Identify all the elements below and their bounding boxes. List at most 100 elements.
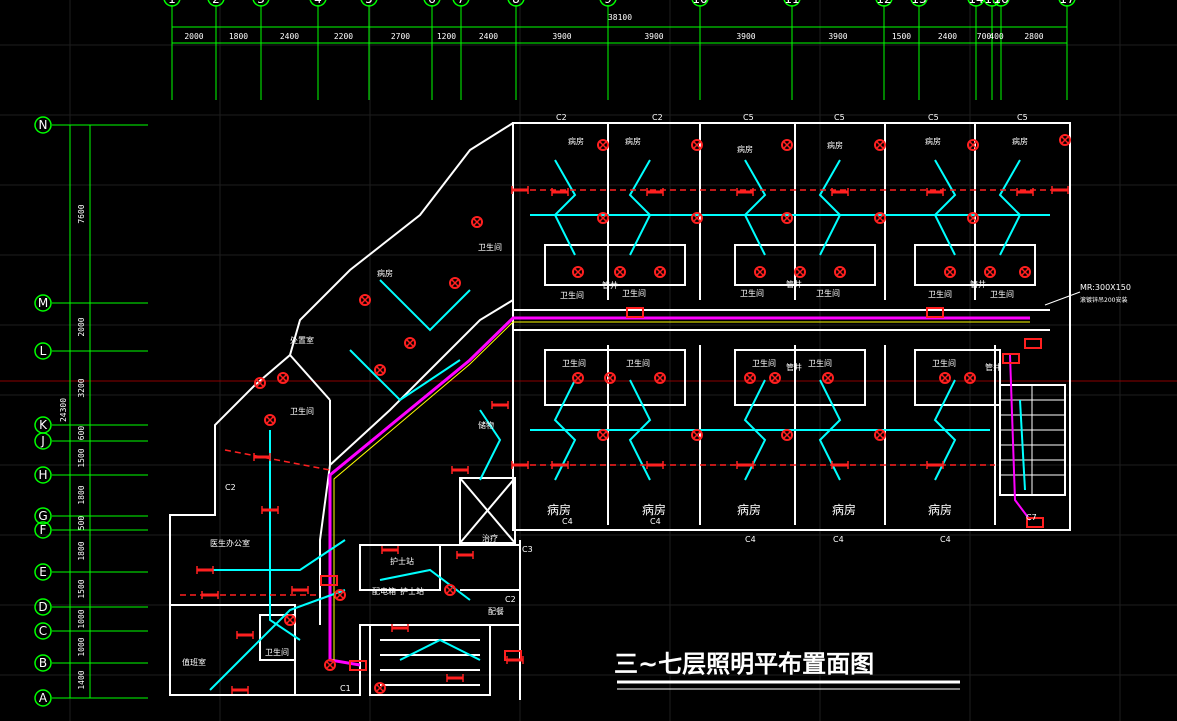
room-label-toilet: 卫生间 bbox=[478, 242, 502, 252]
window-tag: C1 bbox=[340, 684, 351, 693]
left-axis-label: N bbox=[39, 118, 48, 132]
top-axis-label: 3 bbox=[257, 0, 265, 6]
ceiling-lamp-icon bbox=[964, 372, 976, 384]
window-tag: C5 bbox=[743, 113, 754, 122]
ceiling-lamp-icon bbox=[794, 266, 806, 278]
top-axis-label: 12 bbox=[876, 0, 891, 6]
ceiling-lamp-icon bbox=[691, 139, 703, 151]
distribution-box-icon bbox=[1002, 353, 1020, 364]
ceiling-lamp-icon bbox=[324, 659, 336, 671]
left-axis-bubble bbox=[34, 654, 52, 672]
top-axis-bubble bbox=[910, 0, 928, 7]
room-label-toilet: 卫生间 bbox=[622, 288, 646, 298]
top-axis-bubble bbox=[309, 0, 327, 7]
room-label-toilet: 卫生间 bbox=[626, 358, 650, 368]
left-axis-system: NMLKJHGFEDCBA760020003200600150018005001… bbox=[34, 116, 148, 707]
drawing-title: 三~七层照明平布置面图 bbox=[614, 650, 874, 678]
top-axis-bubble bbox=[252, 0, 270, 7]
top-axis-label: 13 bbox=[911, 0, 926, 6]
window-tag: C2 bbox=[225, 483, 236, 492]
window-tag: C4 bbox=[833, 535, 844, 544]
room-label-toilet: 卫生间 bbox=[928, 289, 952, 299]
left-axis-label: L bbox=[40, 344, 47, 358]
left-axis-label: A bbox=[39, 691, 48, 705]
top-axis-label: 14 bbox=[968, 0, 983, 6]
top-axis-bubble bbox=[423, 0, 441, 7]
room-label-storage: 储物 bbox=[478, 420, 494, 430]
window-tag: C2 bbox=[505, 595, 516, 604]
ceiling-lamp-icon bbox=[614, 266, 626, 278]
tray-spec-label: MR:300X150 bbox=[1080, 283, 1131, 292]
ceiling-lamp-icon bbox=[284, 614, 296, 626]
room-label-toilet: 卫生间 bbox=[932, 358, 956, 368]
ceiling-lamp-icon bbox=[277, 372, 289, 384]
top-dimension: 3900 bbox=[736, 32, 755, 41]
left-axis-label: C bbox=[39, 624, 47, 638]
left-axis-bubble bbox=[34, 563, 52, 581]
left-axis-label: M bbox=[38, 296, 48, 310]
left-dimension: 7600 bbox=[77, 204, 86, 223]
ceiling-lamp-icon bbox=[984, 266, 996, 278]
walls bbox=[169, 122, 1071, 700]
room-label-toilet: 卫生间 bbox=[990, 289, 1014, 299]
left-dimension: 1000 bbox=[77, 609, 86, 628]
room-label-ward: 病房 bbox=[1012, 136, 1028, 146]
left-axis-bubble bbox=[34, 432, 52, 450]
top-axis-label: 15 bbox=[984, 0, 999, 6]
window-tag: C4 bbox=[745, 535, 756, 544]
ceiling-lamp-icon bbox=[691, 212, 703, 224]
window-tag: C5 bbox=[1017, 113, 1028, 122]
top-axis-bubble bbox=[163, 0, 181, 7]
tray-note-label: 滚镀锌吊200安装 bbox=[1080, 296, 1127, 304]
distribution-box-icon bbox=[1026, 517, 1044, 528]
top-dimension: 2400 bbox=[479, 32, 498, 41]
ceiling-lamp-icon bbox=[967, 212, 979, 224]
room-label-ward: 病房 bbox=[377, 268, 393, 278]
window-tag: C5 bbox=[928, 113, 939, 122]
window-tag: C4 bbox=[650, 517, 661, 526]
left-axis-label: D bbox=[38, 600, 47, 614]
ceiling-lamp-icon bbox=[874, 212, 886, 224]
top-dimension: 3900 bbox=[644, 32, 663, 41]
top-axis-bubble bbox=[783, 0, 801, 7]
top-axis-label: 1 bbox=[168, 0, 176, 6]
top-axis-label: 9 bbox=[604, 0, 612, 6]
top-dimension: 2200 bbox=[334, 32, 353, 41]
top-dimension: 2800 bbox=[1024, 32, 1043, 41]
top-axis-bubble bbox=[452, 0, 470, 7]
left-dimension: 1500 bbox=[77, 448, 86, 467]
room-label-doctor-office: 医生办公室 bbox=[210, 538, 250, 548]
top-axis-bubble bbox=[691, 0, 709, 7]
room-label-duty: 值班室 bbox=[182, 657, 206, 667]
left-axis-bubble bbox=[34, 689, 52, 707]
top-axis-bubble bbox=[360, 0, 378, 7]
ceiling-lamp-icon bbox=[444, 584, 456, 596]
ceiling-lamp-icon bbox=[874, 429, 886, 441]
top-axis-label: 8 bbox=[512, 0, 520, 6]
ceiling-lamp-icon bbox=[334, 589, 346, 601]
power-bus bbox=[328, 316, 1031, 667]
room-label-ward: 病房 bbox=[642, 502, 666, 517]
room-label-ward: 病房 bbox=[547, 502, 571, 517]
top-axis-label: 10 bbox=[692, 0, 707, 6]
ceiling-lamp-icon bbox=[654, 266, 666, 278]
room-label-toilet: 卫生间 bbox=[560, 290, 584, 300]
ceiling-lamp-icon bbox=[781, 212, 793, 224]
left-axis-label: B bbox=[39, 656, 47, 670]
leader-line bbox=[1044, 291, 1081, 306]
ceiling-lamp-icon bbox=[769, 372, 781, 384]
window-tag: C2 bbox=[556, 113, 567, 122]
distribution-box-icon bbox=[504, 650, 522, 661]
room-label-toilet: 卫生间 bbox=[265, 647, 289, 657]
window-tag: C4 bbox=[940, 535, 951, 544]
ceiling-lamp-icon bbox=[781, 429, 793, 441]
left-dimension: 600 bbox=[77, 426, 86, 441]
left-axis-label: K bbox=[39, 418, 48, 432]
top-dimension: 1500 bbox=[892, 32, 911, 41]
ceiling-lamp-icon bbox=[597, 212, 609, 224]
top-axis-bubble bbox=[992, 0, 1010, 7]
ceiling-lamp-icon bbox=[967, 139, 979, 151]
ceiling-lamp-icon bbox=[939, 372, 951, 384]
top-axis-bubble bbox=[599, 0, 617, 7]
